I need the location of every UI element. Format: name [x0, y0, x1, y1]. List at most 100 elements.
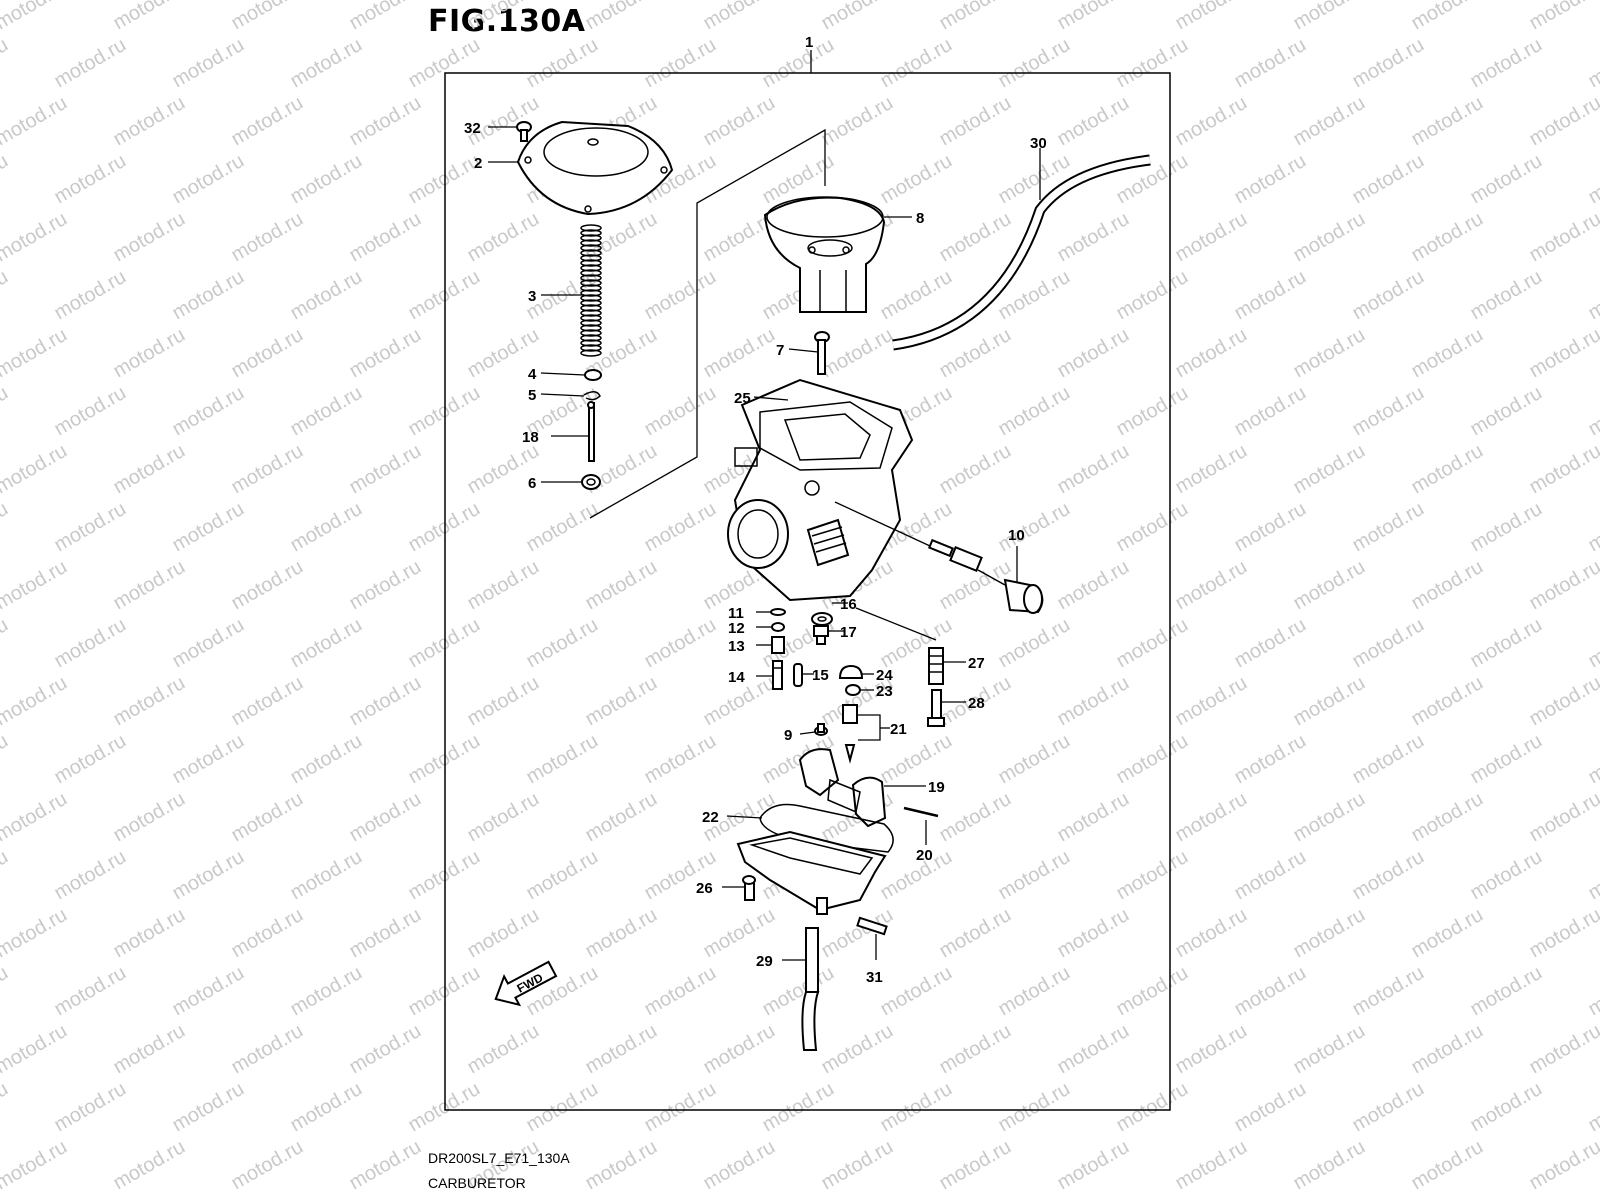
- watermark-text: motod.ru: [995, 150, 1074, 209]
- watermark-text: motod.ru: [464, 788, 543, 847]
- watermark-text: motod.ru: [287, 962, 366, 1021]
- watermark-text: motod.ru: [405, 498, 484, 557]
- watermark-text: motod.ru: [1467, 962, 1546, 1021]
- watermark-text: motod.ru: [1526, 324, 1600, 383]
- watermark-text: motod.ru: [877, 1194, 956, 1200]
- watermark-text: motod.ru: [405, 34, 484, 93]
- watermark-text: motod.ru: [1349, 1194, 1428, 1200]
- watermark-text: motod.ru: [1231, 266, 1310, 325]
- watermark-text: motod.ru: [1113, 498, 1192, 557]
- spring-coil: [580, 284, 602, 292]
- watermark-text: motod.ru: [1585, 962, 1600, 1021]
- watermark-text: motod.ru: [1408, 556, 1487, 615]
- watermark-text: motod.ru: [464, 672, 543, 731]
- spring-coil: [580, 249, 602, 257]
- watermark-text: motod.ru: [936, 92, 1015, 151]
- watermark-text: motod.ru: [1585, 1078, 1600, 1137]
- watermark-text: motod.ru: [169, 846, 248, 905]
- watermark-text: motod.ru: [523, 846, 602, 905]
- spring-coil: [580, 274, 602, 282]
- hose-30: [892, 154, 1151, 351]
- watermark-text: motod.ru: [1467, 1194, 1546, 1200]
- watermark-text: motod.ru: [169, 266, 248, 325]
- cap-24: [838, 664, 864, 679]
- watermark-text: motod.ru: [287, 730, 366, 789]
- mixture-screw-leader: [855, 607, 937, 641]
- callout-3: 3: [528, 288, 536, 305]
- choke-plunger-10: [928, 538, 1044, 614]
- watermark-text: motod.ru: [1231, 498, 1310, 557]
- watermark-text: motod.ru: [818, 1020, 897, 1079]
- watermark-text: motod.ru: [995, 1194, 1074, 1200]
- watermark-text: motod.ru: [1113, 34, 1192, 93]
- watermark-text: motod.ru: [228, 440, 307, 499]
- spring-coil: [580, 269, 602, 277]
- watermark-text: motod.ru: [1290, 672, 1369, 731]
- callout-27: 27: [968, 655, 985, 672]
- callout-8: 8: [916, 210, 924, 227]
- watermark-text: motod.ru: [228, 904, 307, 963]
- watermark-text: motod.ru: [287, 498, 366, 557]
- watermark-text: motod.ru: [287, 846, 366, 905]
- watermark-text: motod.ru: [1408, 440, 1487, 499]
- watermark-text: motod.ru: [1408, 672, 1487, 731]
- watermark-text: motod.ru: [228, 1020, 307, 1079]
- spring-coil: [580, 309, 602, 317]
- watermark-text: motod.ru: [582, 0, 661, 34]
- watermark-text: motod.ru: [0, 0, 71, 34]
- watermark-text: motod.ru: [1113, 150, 1192, 209]
- watermark-text: motod.ru: [582, 788, 661, 847]
- watermark-text: motod.ru: [1113, 1078, 1192, 1137]
- watermark-text: motod.ru: [641, 730, 720, 789]
- watermark-text: motod.ru: [110, 1136, 189, 1195]
- watermark-text: motod.ru: [759, 962, 838, 1021]
- watermark-text: motod.ru: [346, 672, 425, 731]
- watermark-text: motod.ru: [995, 34, 1074, 93]
- watermark-text: motod.ru: [1349, 34, 1428, 93]
- watermark-text: motod.ru: [51, 498, 130, 557]
- callout-12: 12: [728, 620, 745, 637]
- callout-23: 23: [876, 683, 893, 700]
- watermark-text: motod.ru: [1585, 498, 1600, 557]
- watermark-text: motod.ru: [1467, 1078, 1546, 1137]
- watermark-text: motod.ru: [1467, 846, 1546, 905]
- watermark-text: motod.ru: [818, 92, 897, 151]
- needle-valve-21: [842, 704, 858, 764]
- watermark-text: motod.ru: [1290, 556, 1369, 615]
- watermark-text: motod.ru: [51, 614, 130, 673]
- callout-20: 20: [916, 847, 933, 864]
- watermark-text: motod.ru: [1467, 498, 1546, 557]
- watermark-text: motod.ru: [110, 904, 189, 963]
- screw-26: [742, 875, 756, 901]
- watermark-text: motod.ru: [0, 34, 12, 93]
- spring-coil: [580, 229, 602, 237]
- watermark-text: motod.ru: [405, 614, 484, 673]
- watermark-text: motod.ru: [641, 1194, 720, 1200]
- watermark-text: motod.ru: [0, 846, 12, 905]
- watermark-text: motod.ru: [464, 1020, 543, 1079]
- top-cover-2: [516, 120, 674, 216]
- watermark-text: motod.ru: [228, 324, 307, 383]
- watermark-text: motod.ru: [1290, 1020, 1369, 1079]
- watermark-text: motod.ru: [1113, 846, 1192, 905]
- watermark-text: motod.ru: [641, 266, 720, 325]
- spring-27: [928, 647, 944, 685]
- watermark-text: motod.ru: [641, 962, 720, 1021]
- watermark-text: motod.ru: [700, 1136, 779, 1195]
- callout-31: 31: [866, 969, 883, 986]
- watermark-text: motod.ru: [1172, 672, 1251, 731]
- watermark-text: motod.ru: [1113, 1194, 1192, 1200]
- watermark-text: motod.ru: [1054, 324, 1133, 383]
- watermark-text: motod.ru: [1172, 904, 1251, 963]
- watermark-text: motod.ru: [1231, 34, 1310, 93]
- screw-14: [772, 660, 783, 690]
- watermark-text: motod.ru: [1467, 382, 1546, 441]
- watermark-text: motod.ru: [995, 962, 1074, 1021]
- watermark-text: motod.ru: [1585, 1194, 1600, 1200]
- watermark-text: motod.ru: [1408, 92, 1487, 151]
- callout-1: 1: [805, 34, 813, 51]
- watermark-text: motod.ru: [641, 614, 720, 673]
- watermark-text: motod.ru: [1467, 266, 1546, 325]
- watermark-text: motod.ru: [169, 1078, 248, 1137]
- watermark-text: motod.ru: [877, 962, 956, 1021]
